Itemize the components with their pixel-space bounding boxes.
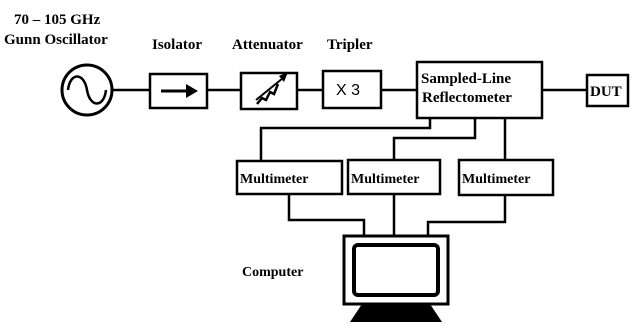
- multimeter-label: Multimeter: [240, 172, 308, 187]
- oscillator-name-label: Gunn Oscillator: [4, 32, 108, 48]
- attenuator-label: Attenuator: [232, 37, 303, 53]
- multimeter-block-3: Multimeter: [457, 158, 555, 197]
- multimeter-label: Multimeter: [462, 172, 530, 187]
- reflectometer-block: Sampled-Line Reflectometer: [415, 60, 544, 120]
- monitor-icon: [342, 234, 450, 322]
- sine-wave-icon: [60, 63, 114, 117]
- multimeter-label: Multimeter: [351, 172, 419, 187]
- dut-label: DUT: [590, 84, 622, 100]
- reflectometer-label-line1: Sampled-Line: [421, 71, 511, 87]
- right-arrow-icon: [161, 84, 198, 98]
- multimeter-to-computer-wiring: [287, 194, 507, 236]
- isolator-label: Isolator: [152, 37, 202, 53]
- attenuator-block: [239, 71, 299, 111]
- isolator-block: [148, 72, 209, 110]
- multimeter-block-2: Multimeter: [346, 158, 442, 196]
- tripler-text: X 3: [336, 82, 360, 99]
- tripler-label: Tripler: [327, 37, 373, 53]
- computer-label: Computer: [242, 265, 303, 280]
- reflectometer-to-multimeter-wiring: [259, 118, 507, 161]
- multimeter-block-1: Multimeter: [235, 159, 344, 196]
- tripler-block: X 3: [321, 69, 383, 110]
- dut-block: DUT: [585, 73, 630, 108]
- reflectometer-label-line2: Reflectometer: [422, 90, 512, 106]
- oscillator-frequency-label: 70 – 105 GHz: [14, 12, 101, 28]
- variable-attenuator-icon: [255, 72, 288, 105]
